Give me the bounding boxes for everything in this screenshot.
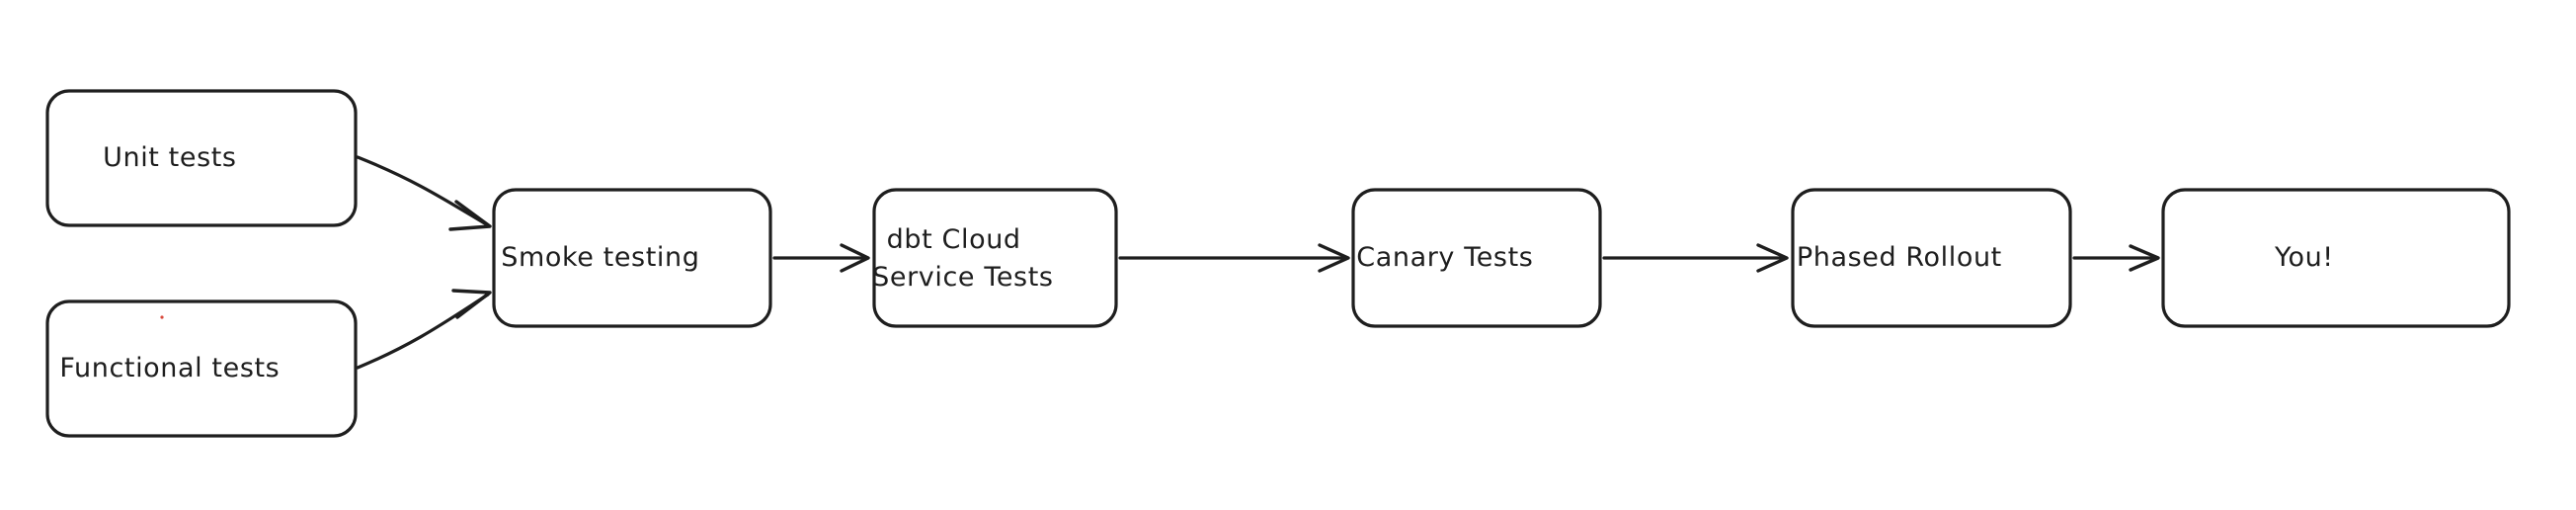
node-canary-tests-box[interactable]: [1351, 188, 1602, 328]
node-functional-tests[interactable]: Functional tests: [45, 291, 358, 438]
node-dbt-cloud-service-tests-box[interactable]: [872, 188, 1118, 328]
node-canary-tests-label: Canary Tests: [1356, 179, 1596, 273]
node-phased-rollout[interactable]: Phased Rollout: [1791, 179, 2072, 328]
node-smoke-testing-label: Smoke testing: [501, 179, 764, 273]
node-phased-rollout-box[interactable]: [1791, 188, 2072, 328]
node-you-label: You!: [2274, 179, 2397, 273]
node-you[interactable]: You!: [2161, 179, 2511, 328]
node-unit-tests[interactable]: Unit tests: [45, 80, 358, 227]
edge-functional-tests-to-smoke-testing: [356, 289, 492, 370]
edge-smoke-testing-to-dbt-cloud-service-tests: [772, 243, 870, 273]
node-canary-tests[interactable]: Canary Tests: [1351, 179, 1602, 328]
ink-speck: [160, 315, 164, 319]
node-unit-tests-label: Unit tests: [103, 80, 300, 173]
node-smoke-testing-box[interactable]: [492, 188, 772, 328]
node-dbt-cloud-service-tests-label: dbt Cloud Service Tests: [872, 179, 1117, 293]
node-you-box[interactable]: [2161, 188, 2511, 328]
node-functional-tests-label: Functional tests: [59, 291, 343, 383]
node-dbt-cloud-service-tests[interactable]: dbt Cloud Service Tests: [872, 179, 1118, 328]
node-functional-tests-box[interactable]: [45, 299, 358, 438]
edge-phased-rollout-to-you: [2072, 244, 2160, 272]
edge-unit-tests-to-smoke-testing: [356, 155, 492, 231]
node-phased-rollout-label: Phased Rollout: [1797, 179, 2065, 273]
node-smoke-testing[interactable]: Smoke testing: [492, 179, 772, 328]
node-unit-tests-box[interactable]: [45, 89, 358, 227]
edge-canary-tests-to-phased-rollout: [1602, 243, 1789, 273]
edge-dbt-cloud-service-tests-to-canary-tests: [1118, 243, 1350, 273]
